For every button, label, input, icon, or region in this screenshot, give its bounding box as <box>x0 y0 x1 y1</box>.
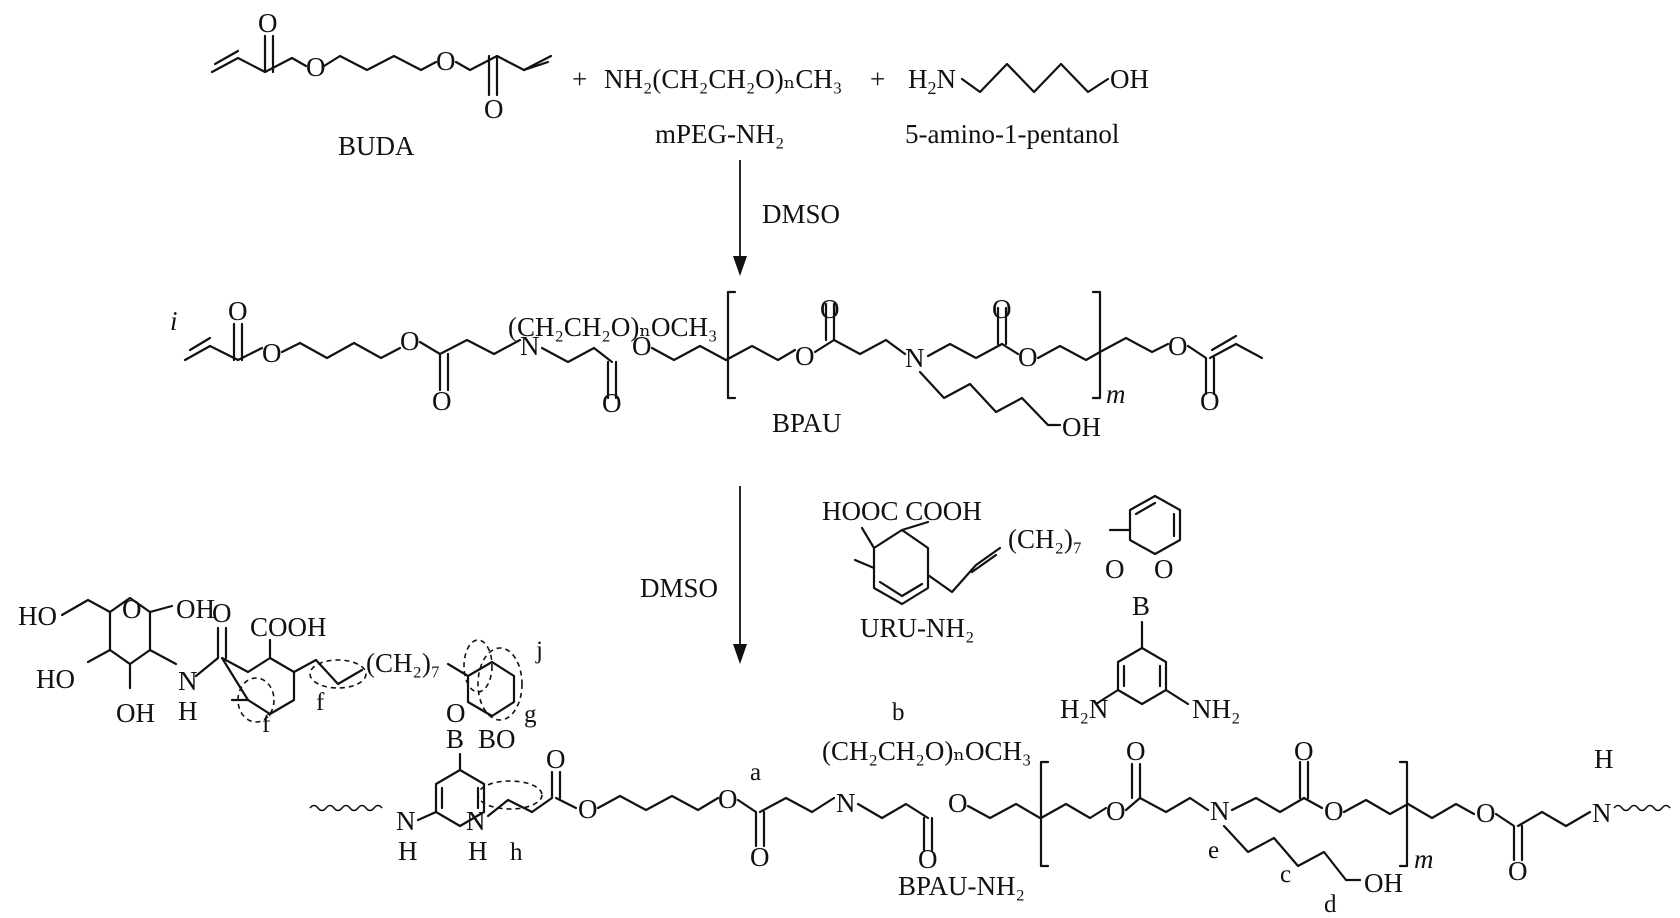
peak-f-2: f <box>316 689 325 716</box>
product-o7: O <box>1106 796 1126 826</box>
glc-oh-1: OH <box>176 594 215 624</box>
aminopentanol-structure: H2N OH 5-amino-1-pentanol <box>905 62 1149 149</box>
glc-nh: N <box>178 666 198 696</box>
buda-label: BUDA <box>338 131 415 161</box>
bpau-peg-side: (CH₂CH₂O)ₙOCH₃ <box>508 312 717 342</box>
bpau-nh2-structure: HO O OH HO OH N H O COOH f f (CH₂)₇ j g … <box>18 594 1671 918</box>
product-nh-left: N <box>396 806 416 836</box>
peak-c: c <box>1280 861 1291 888</box>
bpau-o1: O <box>228 296 248 326</box>
bpau-o7: O <box>795 341 815 371</box>
product-o4: O <box>750 842 770 872</box>
glc-h: H <box>178 696 198 726</box>
aminopentanol-nh2: H2N <box>908 64 956 98</box>
bpau-o8: O <box>820 294 840 324</box>
product-o8: O <box>1126 736 1146 766</box>
uru-nh2-structure: HOOC COOH (CH₂)₇ O O B H₂N NH₂ URU-NH₂ <box>822 494 1240 724</box>
glc-oh-2: OH <box>116 698 155 728</box>
step1-solvent: DMSO <box>762 199 840 229</box>
product-repeat-m: m <box>1414 844 1434 874</box>
product-boronate-o1: O <box>446 698 466 728</box>
product-boronate-o2: BO <box>478 724 516 754</box>
product-o1: O <box>546 744 566 774</box>
uru-o2: O <box>1154 554 1174 584</box>
peak-b: b <box>892 699 905 726</box>
product-nh-right: N <box>466 806 486 836</box>
bpau-n2: N <box>905 343 925 373</box>
uru-nh2-label: URU-NH₂ <box>860 613 974 643</box>
aminopentanol-oh: OH <box>1110 64 1149 94</box>
product-o2: O <box>578 794 598 824</box>
glc-ho-2: HO <box>36 664 75 694</box>
bpau-label-i: i <box>170 306 178 336</box>
product-o9: O <box>1294 736 1314 766</box>
plus-sign-2: + <box>870 64 885 94</box>
product-o3: O <box>718 784 738 814</box>
peak-a: a <box>750 759 761 786</box>
aminopentanol-label: 5-amino-1-pentanol <box>905 119 1119 149</box>
bpau-nh2-label: BPAU-NH₂ <box>898 871 1025 901</box>
reaction-arrow-1: DMSO <box>733 160 840 276</box>
product-o6: O <box>948 788 968 818</box>
bpau-o6: O <box>632 331 652 361</box>
uru-amine-right: NH₂ <box>1192 694 1240 724</box>
buda-structure: O O O O BUDA <box>210 8 553 161</box>
bpau-o12: O <box>1200 386 1220 416</box>
peak-d: d <box>1324 891 1337 918</box>
peak-g: g <box>524 701 537 728</box>
product-peg-side: (CH₂CH₂O)ₙOCH₃ <box>822 736 1031 766</box>
product-acid: COOH <box>250 612 327 642</box>
product-boron: B <box>446 724 464 754</box>
peak-f-1: f <box>262 711 271 738</box>
reaction-arrow-2: DMSO <box>640 486 747 664</box>
peg-label: mPEG-NH₂ <box>655 119 784 149</box>
step2-solvent: DMSO <box>640 573 718 603</box>
buda-ester-o1: O <box>306 52 326 82</box>
bpau-o2: O <box>262 338 282 368</box>
product-h-end: H <box>1594 744 1614 774</box>
bpau-o9: O <box>992 294 1012 324</box>
product-o11: O <box>1476 798 1496 828</box>
bpau-repeat-m: m <box>1106 379 1126 409</box>
bpau-o5: O <box>602 388 622 418</box>
plus-sign-1: + <box>572 64 587 94</box>
bpau-n1: N <box>520 331 540 361</box>
glc-ho-1: HO <box>18 601 57 631</box>
peg-formula: NH₂(CH₂CH₂O)ₙCH₃ <box>604 64 842 94</box>
bpau-o11: O <box>1168 331 1188 361</box>
uru-chain: (CH₂)₇ <box>1008 524 1082 554</box>
peak-j: j <box>535 637 543 664</box>
bpau-label: BPAU <box>772 408 842 438</box>
product-n2: N <box>1210 796 1230 826</box>
uru-boron: B <box>1132 591 1150 621</box>
product-chain: (CH₂)₇ <box>366 648 440 678</box>
buda-ester-o2: O <box>436 46 456 76</box>
product-o12: O <box>1508 856 1528 886</box>
bpau-structure: i O O O O N (CH₂CH₂O)ₙOCH₃ O O O O N O O… <box>170 290 1264 442</box>
buda-carbonyl-o1: O <box>258 8 278 38</box>
uru-acid-groups: HOOC COOH <box>822 496 982 526</box>
bpau-o3: O <box>400 326 420 356</box>
bpau-o10: O <box>1018 342 1038 372</box>
glc-amide-o: O <box>212 598 232 628</box>
product-n1: N <box>836 788 856 818</box>
bpau-oh: OH <box>1062 412 1101 442</box>
product-h-right: H <box>468 836 488 866</box>
product-o10: O <box>1324 796 1344 826</box>
buda-carbonyl-o2: O <box>484 94 504 124</box>
glc-ring-o: O <box>122 594 142 624</box>
peak-e: e <box>1208 837 1219 864</box>
product-h-left: H <box>398 836 418 866</box>
product-o5: O <box>918 844 938 874</box>
uru-o1: O <box>1105 554 1125 584</box>
uru-amine-left: H₂N <box>1060 694 1108 724</box>
bpau-o4: O <box>432 386 452 416</box>
product-nh-end: N <box>1592 798 1612 828</box>
product-oh: OH <box>1364 868 1403 898</box>
peak-h: h <box>510 839 523 866</box>
